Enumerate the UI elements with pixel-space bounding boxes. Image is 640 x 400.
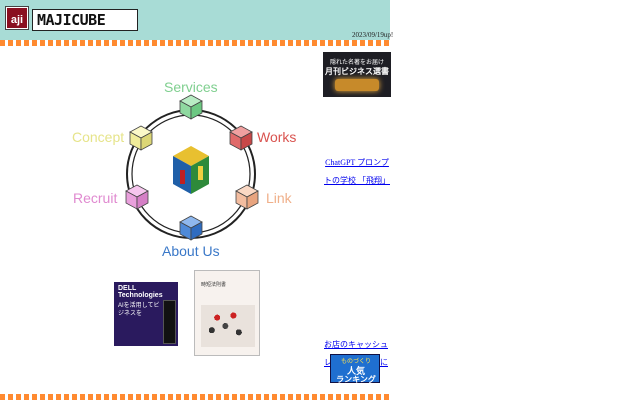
book-cover-image [201, 305, 255, 347]
logo-mark[interactable]: aji [5, 6, 29, 30]
menu-about-us-link[interactable]: About Us [162, 243, 220, 259]
chatgpt-link-text[interactable]: ChatGPT プロンプトの学校 「飛翔」 [324, 158, 390, 185]
dell-ad-banner[interactable]: DELL Technologies AIを活用してビジネスを [114, 282, 178, 346]
site-header: aji MAJICUBE 2023/09/19up! [0, 0, 394, 40]
ad-tagline: 隠れた名著をお届け [329, 60, 384, 66]
menu-works-link[interactable]: Works [257, 129, 297, 145]
menu-ring-graphic [125, 94, 259, 241]
pc-tower-image [163, 300, 176, 344]
aji-logo-icon: aji [7, 8, 27, 28]
chatgpt-school-link[interactable]: ChatGPT プロンプトの学校 「飛翔」 [322, 152, 392, 188]
ranking-badge-top: ものづくり [340, 359, 371, 365]
ranking-badge[interactable]: ものづくり 人気 ランキング [330, 354, 380, 384]
logo-wordmark[interactable]: MAJICUBE [32, 9, 138, 31]
menu-link-link[interactable]: Link [266, 190, 292, 206]
blue-cube-icon[interactable] [179, 215, 203, 241]
ranking-badge-popular: 人気 [346, 366, 365, 376]
update-date: 2023/09/19up! [352, 31, 394, 39]
menu-recruit-link[interactable]: Recruit [73, 190, 118, 206]
header-dot-border [0, 40, 390, 46]
red-cube-icon[interactable] [229, 125, 253, 151]
book-cover-ad[interactable]: 時短法則書 [194, 270, 260, 356]
multicolor-cube-logo-icon[interactable] [173, 146, 209, 194]
business-book-ad[interactable]: 隠れた名著をお届け 月刊ビジネス選書 [323, 52, 391, 97]
ranking-badge-ranking: ランキング [336, 375, 376, 384]
menu-services-link[interactable]: Services [164, 79, 218, 95]
dell-brand: DELL Technologies [118, 285, 163, 299]
green-cube-icon[interactable] [179, 94, 203, 120]
svg-text:aji: aji [11, 14, 23, 26]
book-title: 時短法則書 [201, 283, 227, 288]
pink-cube-icon[interactable] [125, 184, 149, 210]
footer-dot-border [0, 394, 390, 400]
peach-cube-icon[interactable] [235, 184, 259, 210]
dell-ad-text: AIを活用してビジネスを [118, 303, 160, 317]
menu-concept-link[interactable]: Concept [72, 129, 125, 145]
yellow-cube-icon[interactable] [129, 125, 153, 151]
cube-menu: Services Works Link About Us Recruit Con… [60, 70, 320, 270]
ad-title: 月刊ビジネス選書 [325, 67, 389, 76]
book-glow-image [335, 79, 379, 91]
